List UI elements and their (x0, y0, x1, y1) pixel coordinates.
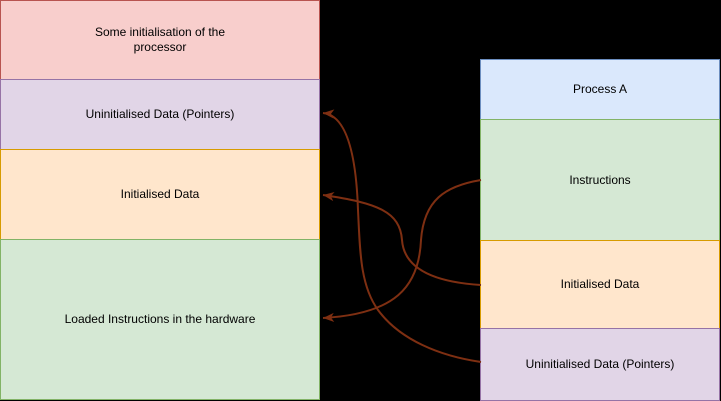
node-loaded-instructions-in-the-hardware: Loaded Instructions in the hardware (0, 239, 320, 400)
node-initialised-data-left: Initialised Data (0, 149, 320, 240)
node-some-initialisation-of-the-processor: Some initialisation of the processor (0, 0, 320, 80)
arrow-instructions-to-loaded-instructions (322, 179, 482, 322)
node-label: Initialised Data (120, 187, 200, 201)
node-label: Some initialisation of the processor (94, 25, 226, 54)
node-label: Loaded Instructions in the hardware (64, 312, 256, 326)
arrow-initialised-data-to-initialised-data (322, 192, 482, 286)
node-uninitialised-data-pointers-left: Uninitialised Data (Pointers) (0, 79, 320, 150)
node-process-a: Process A (480, 59, 720, 120)
node-label: Uninitialised Data (Pointers) (85, 107, 235, 121)
node-label: Initialised Data (560, 277, 640, 291)
node-label: Instructions (569, 172, 631, 187)
node-initialised-data-right: Initialised Data (480, 240, 720, 329)
node-label: Process A (572, 82, 628, 96)
node-uninitialised-data-pointers-right: Uninitialised Data (Pointers) (480, 328, 720, 401)
node-label: Uninitialised Data (Pointers) (525, 357, 675, 371)
node-instructions: Instructions (480, 119, 720, 241)
arrow-uninitialised-data-to-uninitialised-data (322, 109, 482, 363)
